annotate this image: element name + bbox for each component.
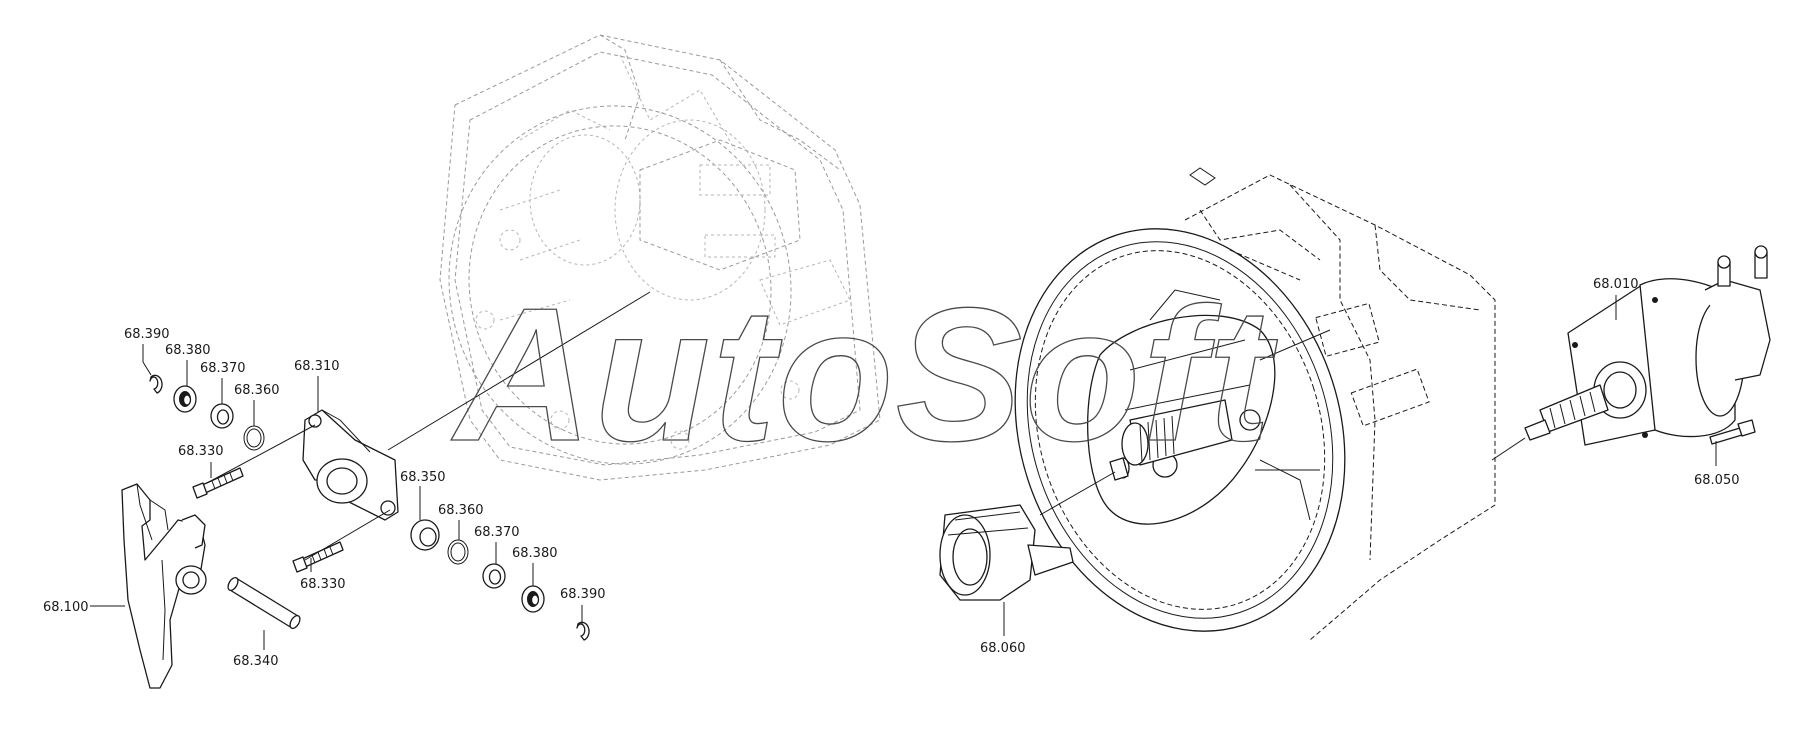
label-68-350: 68.350: [400, 470, 446, 485]
label-68-380-upper: 68.380: [165, 343, 211, 358]
axis-line-lever: [387, 291, 651, 451]
clutch-actuator-68-010: [1524, 245, 1771, 446]
label-68-370-lower: 68.370: [474, 525, 520, 540]
label-68-330-lower: 68.330: [300, 577, 346, 592]
axis-line-bearing: [1039, 471, 1116, 516]
label-68-360-upper: 68.360: [234, 383, 280, 398]
bolt-68-330-upper: [192, 467, 244, 499]
seal-68-380-upper: [173, 385, 197, 413]
axis-line-bolts: [206, 424, 391, 561]
circlip-68-360-lower: [447, 539, 469, 565]
label-68-310: 68.310: [294, 359, 340, 374]
shaft-68-340: [227, 576, 301, 630]
ghost-gearbox-housing: [439, 34, 881, 481]
washer-68-370-lower: [482, 563, 506, 589]
label-68-390-lower: 68.390: [560, 587, 606, 602]
part-labels: 68.390 68.380 68.370 68.360 68.310 68.33…: [43, 277, 1740, 669]
seal-68-380-lower: [521, 585, 545, 613]
label-68-370-upper: 68.370: [200, 361, 246, 376]
label-68-010: 68.010: [1593, 277, 1639, 292]
axis-line-actuator: [1491, 437, 1526, 461]
label-68-100: 68.100: [43, 600, 89, 615]
circlip-68-390-upper: [149, 374, 163, 394]
bearing-68-350: [410, 519, 440, 551]
autosoft-watermark: AutoSoft: [451, 269, 1278, 481]
washer-68-370-upper: [210, 403, 234, 429]
circlip-68-360-upper: [243, 425, 265, 451]
bolt-68-330-lower: [292, 541, 344, 573]
label-68-380-lower: 68.380: [512, 546, 558, 561]
label-68-340: 68.340: [233, 654, 279, 669]
label-68-390-upper: 68.390: [124, 327, 170, 342]
leader-lines: [90, 295, 1717, 650]
release-lever-68-310: [302, 409, 399, 521]
release-fork-68-100: [121, 483, 207, 689]
input-shaft: [1109, 399, 1233, 481]
label-68-360-lower: 68.360: [438, 503, 484, 518]
release-bearing-68-060: [939, 504, 1074, 601]
bolt-68-050: [1709, 419, 1756, 445]
label-68-330-upper: 68.330: [178, 444, 224, 459]
label-68-050: 68.050: [1694, 473, 1740, 488]
label-68-060: 68.060: [980, 641, 1026, 656]
circlip-68-390-lower: [576, 621, 590, 641]
